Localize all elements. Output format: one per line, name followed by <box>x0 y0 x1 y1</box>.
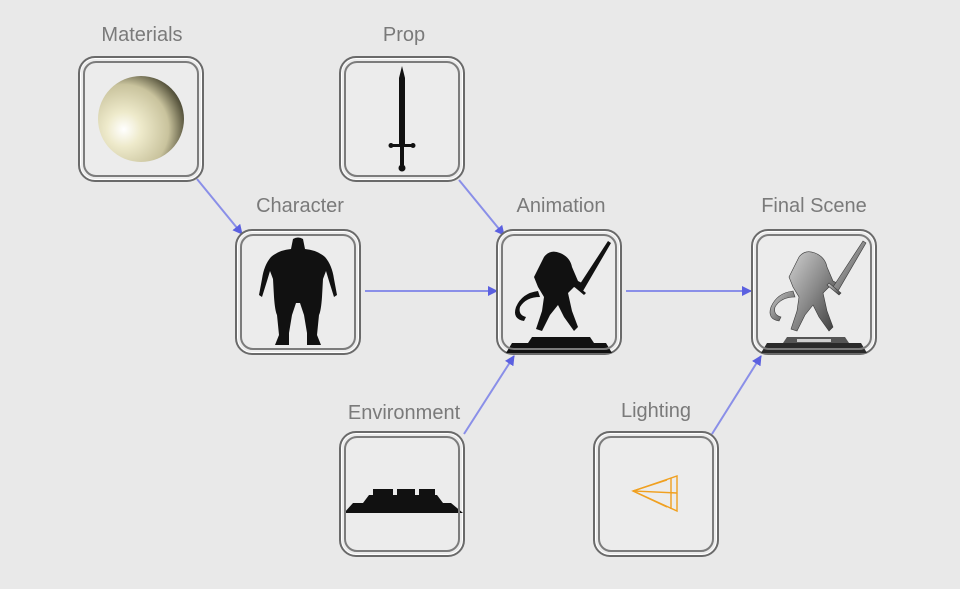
spotlight-icon <box>631 475 678 513</box>
materials-label: Materials <box>101 24 183 46</box>
prop-node[interactable] <box>339 56 465 182</box>
environment-node[interactable] <box>339 431 465 557</box>
environment-label: Environment <box>347 402 461 424</box>
animation-label: Animation <box>516 195 606 217</box>
character-silhouette-icon <box>259 237 337 345</box>
sphere-icon <box>98 76 184 162</box>
animated-character-icon <box>506 241 612 353</box>
materials-node[interactable] <box>78 56 204 182</box>
final-scene-label: Final Scene <box>761 195 867 217</box>
lighting-label: Lighting <box>620 400 692 422</box>
platform-icon <box>344 489 463 513</box>
prop-label: Prop <box>382 24 426 46</box>
character-node[interactable] <box>235 229 361 355</box>
animation-node[interactable] <box>496 229 622 355</box>
sword-icon <box>388 66 416 172</box>
lighting-node[interactable] <box>593 431 719 557</box>
character-label: Character <box>256 195 344 217</box>
rendered-scene-icon <box>761 240 867 353</box>
final-scene-node[interactable] <box>751 229 877 355</box>
